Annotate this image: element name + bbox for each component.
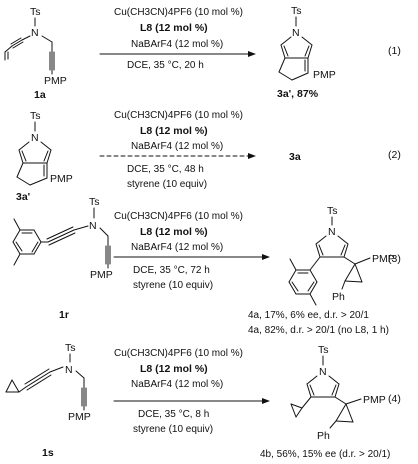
- condition-line: DCE, 35 °C, 20 h: [127, 60, 204, 71]
- n-label: N: [292, 27, 300, 39]
- pmp-label: PMP: [313, 69, 336, 81]
- condition-line: Cu(CH3CN)4PF6 (10 mol %): [114, 211, 243, 222]
- pmp-label: PMP: [50, 173, 73, 185]
- reactant-label: 1a: [34, 89, 46, 101]
- pmp-label: PMP: [372, 253, 395, 265]
- reaction-3: Ts N PMP 1r Cu(CH3CN)4PF6 (10 mol %) L8 …: [12, 196, 401, 336]
- condition-line: L8 (12 mol %): [140, 22, 208, 34]
- condition-line: DCE, 35 °C, 72 h: [133, 265, 210, 276]
- condition-line: Cu(CH3CN)4PF6 (10 mol %): [114, 110, 243, 121]
- pmp-label: PMP: [68, 411, 91, 423]
- ts-label: Ts: [327, 205, 338, 217]
- reactant-1s: Ts N PMP 1s: [5, 342, 91, 459]
- condition-line: styrene (10 equiv): [127, 179, 207, 190]
- condition-line: DCE, 35 °C, 48 h: [127, 164, 204, 175]
- equation-number: (2): [388, 149, 401, 161]
- pmp-label: PMP: [90, 269, 113, 281]
- condition-line: NaBArF4 (12 mol %): [131, 379, 223, 390]
- pmp-label: PMP: [363, 394, 386, 406]
- reactant-label: 1r: [59, 309, 69, 321]
- condition-line: styrene (10 equiv): [133, 424, 213, 435]
- condition-line: NaBArF4 (12 mol %): [131, 242, 223, 253]
- reaction-4: Ts N PMP 1s Cu(CH3CN)4PF6 (10 mol %) L8 …: [5, 342, 401, 460]
- ts-label: Ts: [65, 342, 76, 354]
- n-label: N: [31, 27, 39, 39]
- arrowhead: [248, 51, 256, 57]
- condition-line: Cu(CH3CN)4PF6 (10 mol %): [114, 348, 243, 359]
- arrowhead: [262, 254, 270, 260]
- product-label: 3a', 87%: [277, 88, 319, 100]
- condition-line: Cu(CH3CN)4PF6 (10 mol %): [114, 7, 243, 18]
- ph-label: Ph: [317, 430, 330, 442]
- reactant-label: 3a': [16, 191, 30, 203]
- equation-number: (4): [388, 393, 401, 405]
- equation-number: (3): [388, 253, 401, 265]
- ts-label: Ts: [318, 344, 329, 356]
- n-label: N: [319, 366, 327, 378]
- product-3a-prime: Ts N PMP 3a', 87%: [277, 5, 336, 100]
- product-4b: Ts N PMP Ph 4b, 56%, 15% ee (d.r. >: [260, 344, 390, 460]
- condition-line: NaBArF4 (12 mol %): [131, 39, 223, 50]
- ts-label: Ts: [89, 196, 100, 208]
- reactant-1r: Ts N PMP 1r: [12, 196, 113, 321]
- pmp-label: PMP: [44, 75, 67, 87]
- ts-label: Ts: [30, 110, 41, 122]
- condition-line: L8 (12 mol %): [140, 125, 208, 137]
- product-4a: Ts N: [248, 205, 395, 336]
- ts-label: Ts: [30, 6, 41, 18]
- ph-label: Ph: [332, 291, 345, 303]
- n-label: N: [31, 132, 39, 144]
- reactant-label: 1s: [42, 447, 54, 459]
- condition-line: NaBArF4 (12 mol %): [131, 141, 223, 152]
- arrowhead: [262, 398, 270, 404]
- n-label: N: [89, 220, 97, 232]
- condition-line: DCE, 35 °C, 8 h: [138, 409, 209, 420]
- reaction-1: Ts N PMP 1a Cu(CH3CN)4PF6 (10 mol %) L8 …: [4, 5, 401, 101]
- n-label: N: [328, 226, 336, 238]
- n-label: N: [65, 364, 73, 376]
- reactant-1a: Ts N PMP 1a: [4, 6, 67, 101]
- ts-label: Ts: [291, 5, 302, 17]
- equation-number: (1): [388, 45, 401, 57]
- product-label: 4b, 56%, 15% ee (d.r. > 20/1): [260, 449, 390, 460]
- reaction-2: Ts N PMP 3a' Cu(CH3CN)4PF6 (10 mol %) L8…: [16, 110, 401, 203]
- product-label: 4a, 82%, d.r. > 20/1 (no L8, 1 h): [248, 325, 389, 336]
- reactant-3a-prime: Ts N PMP 3a': [16, 110, 73, 203]
- product-label: 4a, 17%, 6% ee, d.r. > 20/1: [248, 310, 369, 321]
- product-label: 3a: [289, 151, 301, 163]
- condition-line: L8 (12 mol %): [140, 226, 208, 238]
- condition-line: L8 (12 mol %): [140, 363, 208, 375]
- condition-line: styrene (10 equiv): [133, 280, 213, 291]
- arrowhead: [248, 153, 256, 159]
